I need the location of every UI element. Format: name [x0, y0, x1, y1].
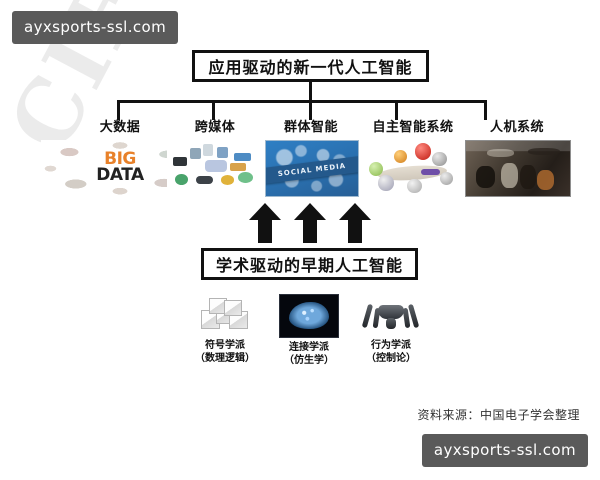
autonomous-spheres-icon [365, 140, 461, 195]
connector-bus-main [117, 100, 487, 103]
category-label: 跨媒体 [194, 120, 236, 135]
mid-title-box: 学术驱动的早期人工智能 [201, 248, 418, 280]
school-label: 连接学派 [289, 342, 329, 353]
up-arrow-icon-1 [249, 203, 281, 243]
up-arrow-icon-3 [339, 203, 371, 243]
big-data-big-text: BIG [104, 149, 136, 169]
school-sublabel: （仿生学） [284, 355, 334, 366]
category-label: 群体智能 [283, 120, 338, 135]
category-label: 人机系统 [489, 120, 544, 135]
cross-media-devices-icon [167, 140, 263, 195]
up-arrow-icon-2 [294, 203, 326, 243]
source-credit: 资料来源：中国电子学会整理 [417, 408, 580, 422]
school-sublabel: （数理逻辑） [195, 353, 255, 364]
connector-drop-4 [395, 100, 398, 120]
social-media-banner-icon: SOCIAL MEDIA [265, 140, 359, 197]
brain-network-icon [279, 294, 339, 338]
category-swarm-intelligence: 群体智能 SOCIAL MEDIA [265, 119, 359, 197]
arrow-group [249, 203, 371, 243]
watermark-badge-top: ayxsports-ssl.com [12, 11, 179, 44]
category-cross-media: 跨媒体 [167, 119, 263, 195]
school-row: 符号学派 （数理逻辑） 连接学派 （仿生学） 行为学派 （控制论） [186, 294, 430, 374]
category-label: 大数据 [99, 120, 141, 135]
school-behaviorist: 行为学派 （控制论） [352, 294, 430, 365]
category-autonomous-systems: 自主智能系统 [365, 119, 461, 195]
dice-cubes-icon [197, 294, 253, 336]
robot-spider-icon [362, 294, 420, 336]
connector-drop-5 [484, 100, 487, 120]
school-label: 行为学派 [371, 340, 411, 351]
category-human-machine: 人机系统 [465, 119, 571, 197]
category-label: 自主智能系统 [372, 120, 454, 135]
human-machine-photo-icon [465, 140, 571, 197]
connector-drop-1 [117, 100, 120, 120]
connector-drop-2 [212, 100, 215, 120]
school-sublabel: （控制论） [366, 353, 416, 364]
big-data-data-text: DATA [96, 165, 144, 185]
top-title-box: 应用驱动的新一代人工智能 [192, 50, 429, 82]
top-title-label: 应用驱动的新一代人工智能 [208, 58, 413, 77]
watermark-badge-bottom: ayxsports-ssl.com [421, 434, 588, 467]
category-big-data: 大数据 BIG DATA [41, 119, 199, 195]
school-connectionist: 连接学派 （仿生学） [270, 294, 348, 367]
category-row: 大数据 BIG DATA 跨媒体 群体智能 SOCIAL MEDIA [41, 119, 571, 199]
connector-drop-3 [309, 100, 312, 120]
mid-title-label: 学术驱动的早期人工智能 [215, 256, 403, 275]
connector-stem-main [309, 82, 312, 101]
school-label: 符号学派 [205, 340, 245, 351]
school-symbolic: 符号学派 （数理逻辑） [186, 294, 264, 365]
